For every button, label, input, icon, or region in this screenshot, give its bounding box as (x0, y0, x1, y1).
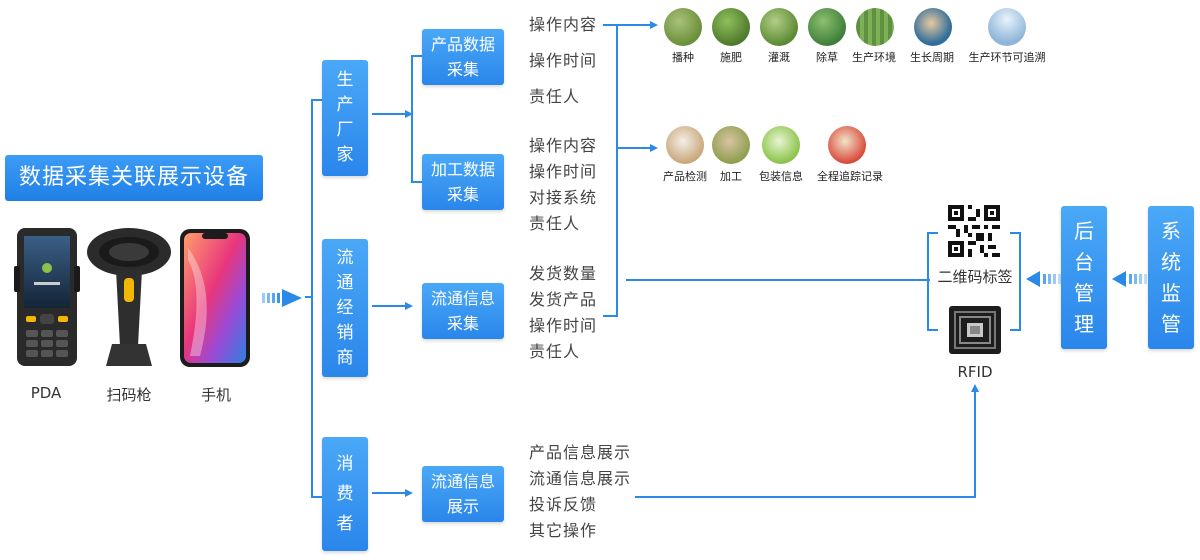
list-item: 发货产品 (529, 290, 598, 309)
double-arrow-icon (262, 287, 306, 313)
list-item: 责任人 (529, 214, 581, 233)
irrigate-icon (760, 8, 798, 46)
processing-icon-row: 产品检测 加工 包装信息 全程追踪记录 (662, 126, 902, 186)
list-item: 责任人 (529, 87, 581, 106)
environment-icon (856, 8, 894, 46)
icon-caption: 播种 (672, 51, 694, 64)
list-item: 操作时间 (529, 162, 598, 181)
fertilize-icon (712, 8, 750, 46)
icon-caption: 全程追踪记录 (817, 170, 883, 183)
list-item: 流通信息展示 (529, 469, 632, 488)
inspection-icon (666, 126, 704, 164)
stage-circulation-display[interactable]: 流通信息展示 (422, 466, 504, 522)
arrow-left-icon (1026, 270, 1062, 292)
arrow-left-icon (1112, 270, 1148, 292)
circulation-items: 发货数量 发货产品 操作时间 责任人 (529, 261, 597, 365)
qr-code-icon (948, 205, 1000, 257)
system-supervision[interactable]: 系统监管 (1148, 206, 1194, 349)
barcode-scanner-image (84, 226, 174, 368)
role-manufacturer[interactable]: 生产厂家 (322, 60, 368, 176)
list-item: 产品信息展示 (529, 443, 632, 462)
list-item: 操作时间 (529, 316, 598, 335)
mobile-phone-image (178, 228, 252, 368)
growth-cycle-icon (914, 8, 952, 46)
list-item: 其它操作 (529, 521, 598, 540)
role-consumer[interactable]: 消费者 (322, 437, 368, 551)
list-item: 责任人 (529, 342, 581, 361)
icon-caption: 除草 (816, 51, 838, 64)
display-items: 产品信息展示 流通信息展示 投诉反馈 其它操作 (529, 440, 631, 544)
stage-processing-data[interactable]: 加工数据采集 (422, 154, 504, 210)
packaging-icon (762, 126, 800, 164)
qr-label: 二维码标签 (937, 268, 1013, 286)
device-label-scanner: 扫码枪 (106, 386, 152, 404)
processing-items: 操作内容 操作时间 对接系统 责任人 (529, 133, 597, 237)
icon-caption: 产品检测 (663, 170, 707, 183)
list-item: 操作时间 (529, 51, 598, 70)
backend-management[interactable]: 后台管理 (1061, 206, 1107, 349)
sowing-icon (664, 8, 702, 46)
icon-caption: 加工 (720, 170, 742, 183)
traceable-icon (988, 8, 1026, 46)
tracking-record-icon (828, 126, 866, 164)
list-item: 对接系统 (529, 188, 598, 207)
device-label-phone: 手机 (200, 386, 231, 404)
stage-circulation-collect[interactable]: 流通信息采集 (422, 283, 504, 339)
processing-icon (712, 126, 750, 164)
icon-caption: 施肥 (720, 51, 742, 64)
icon-caption: 生产环境 (852, 51, 896, 64)
icon-caption: 生产环节可追溯 (968, 51, 1046, 64)
production-items: 操作内容 操作时间 责任人 (529, 12, 597, 110)
weeding-icon (808, 8, 846, 46)
icon-caption: 生长周期 (910, 51, 954, 64)
page-title: 数据采集关联展示设备 (5, 155, 263, 201)
list-item: 发货数量 (529, 264, 598, 283)
list-item: 操作内容 (529, 15, 598, 34)
production-icon-row: 播种 施肥 灌溉 除草 生产环境 生长周期 生产环节可追溯 (662, 8, 1062, 68)
role-distributor[interactable]: 流通经销商 (322, 239, 368, 377)
device-label-pda: PDA (30, 384, 62, 402)
list-item: 操作内容 (529, 136, 598, 155)
rfid-tag-icon (948, 305, 1002, 355)
rfid-label: RFID (957, 363, 993, 381)
pda-device-image (14, 226, 80, 368)
icon-caption: 灌溉 (768, 51, 790, 64)
list-item: 投诉反馈 (529, 495, 598, 514)
stage-production-data[interactable]: 产品数据采集 (422, 29, 504, 85)
icon-caption: 包装信息 (759, 170, 803, 183)
